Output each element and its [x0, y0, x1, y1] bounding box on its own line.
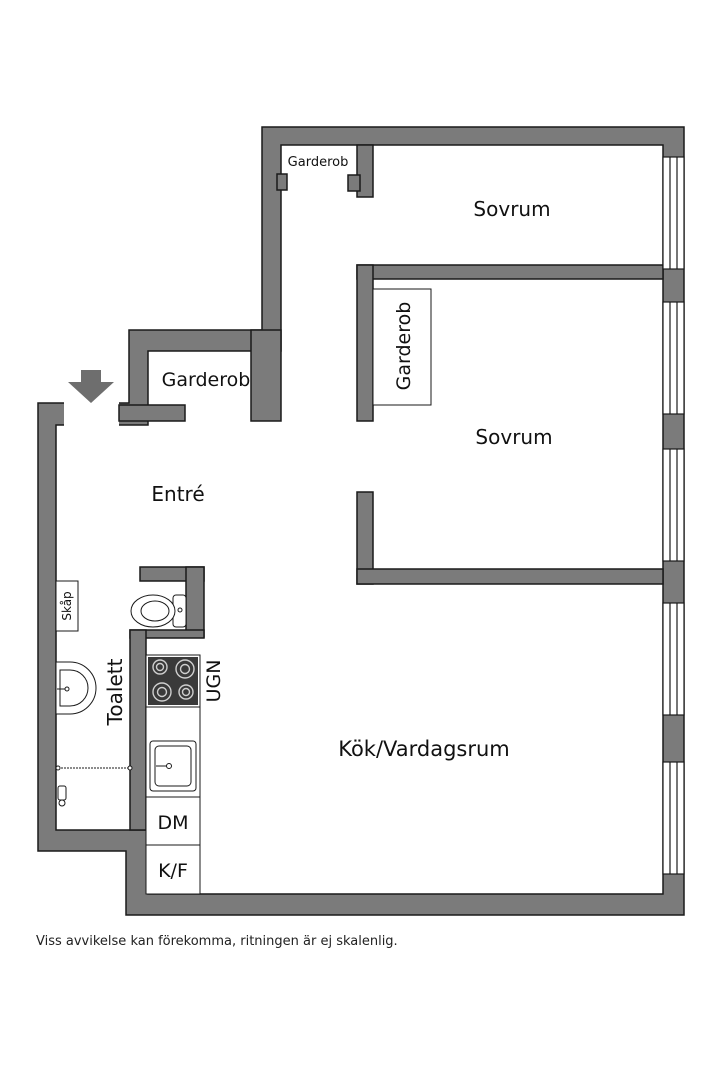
room-label-sovrum-middle: Sovrum — [475, 425, 552, 449]
room-label-sovrum-top: Sovrum — [473, 197, 550, 221]
shower-icon — [55, 765, 133, 807]
room-label-toalett: Toalett — [103, 658, 127, 726]
entrance-arrow-icon — [68, 370, 114, 403]
dm-label: DM — [157, 812, 188, 834]
kitchen-sink-icon — [149, 740, 197, 792]
hob-icon — [148, 657, 198, 705]
room-label-entre: Entré — [151, 482, 204, 506]
garderob-bedroom-label: Garderob — [393, 302, 415, 391]
skap-box — [55, 580, 79, 632]
garderob-bedroom-box — [372, 288, 432, 406]
garderob-small-label: Garderob — [288, 155, 349, 170]
disclaimer-text: Viss avvikelse kan förekomma, ritningen … — [36, 934, 398, 949]
toilet-icon — [130, 594, 187, 628]
room-label-kok-vardagsrum: Kök/Vardagsrum — [338, 737, 510, 761]
kf-label: K/F — [158, 860, 188, 882]
garderob-entry-label: Garderob — [162, 369, 251, 391]
window-icon — [662, 156, 685, 875]
interior-walls — [64, 144, 664, 831]
skap-label: Skåp — [60, 591, 74, 620]
ugn-label: UGN — [203, 660, 225, 703]
wash-basin-icon — [55, 661, 97, 715]
